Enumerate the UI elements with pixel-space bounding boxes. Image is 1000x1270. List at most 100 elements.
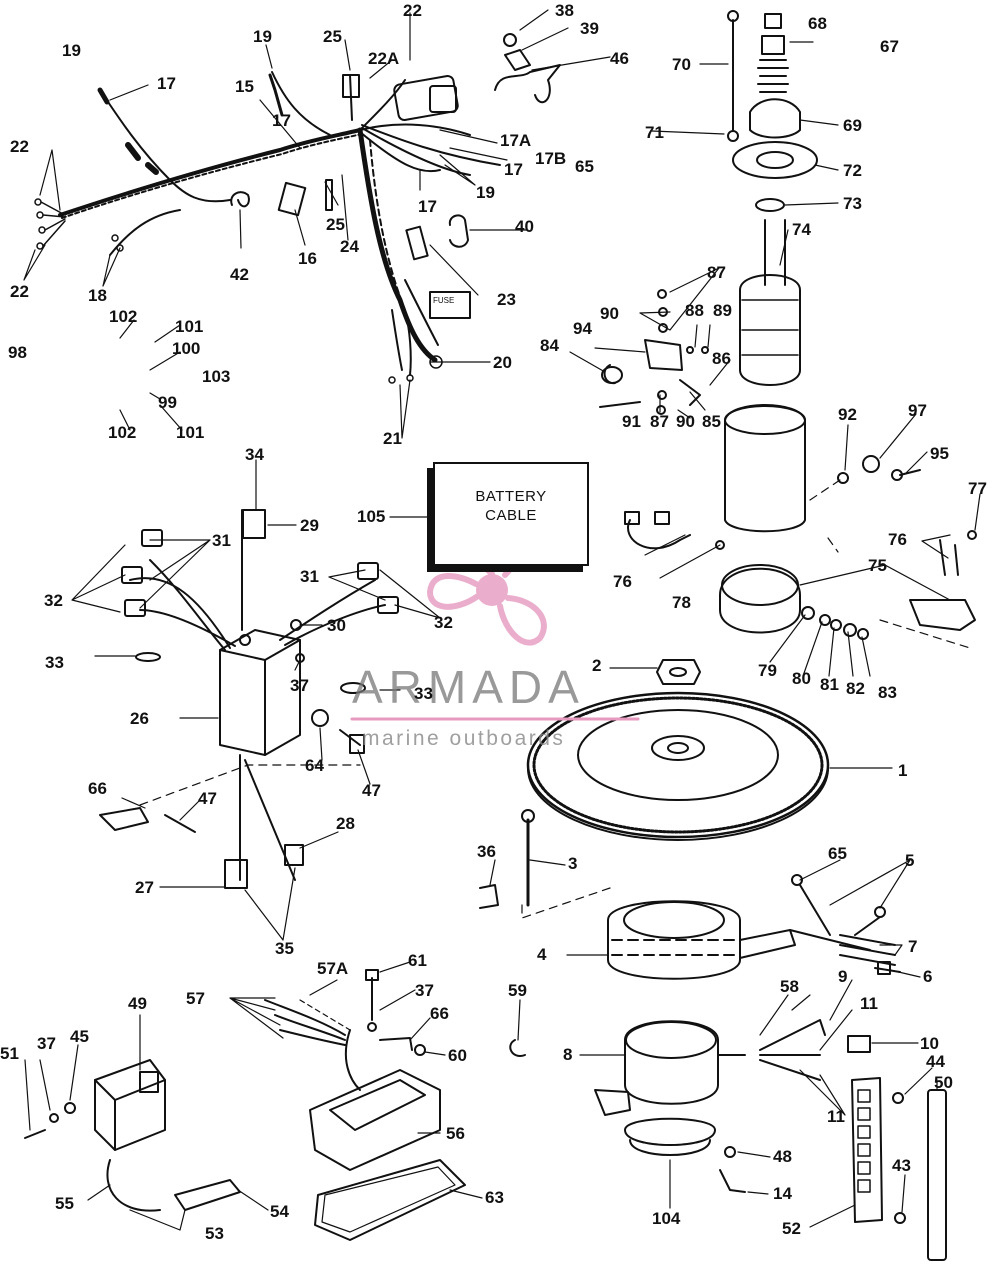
part-label: 65	[828, 844, 847, 863]
part-label: 74	[792, 220, 811, 239]
battery-cable-box: BATTERY CABLE	[433, 462, 589, 566]
flywheel	[526, 659, 830, 841]
part-label: 101	[175, 317, 204, 336]
part-label: 69	[843, 116, 862, 135]
part-label: 77	[968, 479, 987, 498]
part-label: 47	[198, 789, 217, 808]
part-label: 95	[930, 444, 949, 463]
part-label: 84	[540, 336, 559, 355]
part-label: 11	[827, 1107, 845, 1126]
part-label: 8	[563, 1045, 573, 1064]
part-label: 30	[327, 616, 346, 635]
watermark-brand: ARMADA	[352, 661, 585, 713]
part-label: 66	[88, 779, 107, 798]
part-label: 57	[186, 989, 205, 1008]
part-label: 25	[323, 27, 342, 46]
part-label: 88	[685, 301, 704, 320]
part-label: 11	[860, 994, 878, 1013]
part-label: 7	[908, 937, 918, 956]
part-label: 63	[485, 1188, 504, 1207]
battery-cable-line2: CABLE	[485, 507, 537, 524]
part-label: 32	[434, 613, 453, 632]
part-label: 29	[300, 516, 319, 535]
part-label: 19	[62, 41, 81, 60]
part-label: 83	[878, 683, 897, 702]
part-label: 22	[10, 282, 29, 301]
part-label: 19	[476, 183, 495, 202]
part-label: 32	[44, 591, 63, 610]
part-label: 4	[537, 945, 547, 964]
part-label: 17A	[500, 131, 532, 150]
part-label: 103	[202, 367, 231, 386]
part-label: 17	[418, 197, 437, 216]
part-label: 37	[37, 1034, 56, 1053]
part-label: 102	[108, 423, 137, 442]
part-label: 66	[430, 1004, 449, 1023]
part-label: 2	[592, 656, 602, 675]
part-label: 49	[128, 994, 147, 1013]
part-label: 22	[403, 1, 422, 20]
part-label: 100	[172, 339, 201, 358]
part-label: 64	[305, 756, 324, 775]
part-label: 73	[843, 194, 862, 213]
part-label: 58	[780, 977, 799, 996]
part-label: 56	[446, 1124, 465, 1143]
part-label: 19	[253, 27, 272, 46]
part-label: 3	[568, 854, 578, 873]
part-label: 42	[230, 265, 249, 284]
part-label: 90	[676, 412, 695, 431]
part-label: 86	[712, 349, 731, 368]
power-pack	[99, 509, 399, 889]
part-label: 10	[920, 1034, 939, 1053]
part-label: 15	[235, 77, 254, 96]
part-label: 50	[934, 1073, 953, 1092]
part-label: 17B	[535, 149, 567, 168]
part-label: 75	[868, 556, 887, 575]
part-label: 99	[158, 393, 177, 412]
part-label: 33	[45, 653, 64, 672]
starter-motor	[599, 10, 977, 640]
part-label: 53	[205, 1224, 224, 1243]
part-label: 72	[843, 161, 862, 180]
part-label: 65	[575, 157, 594, 176]
part-label: 17	[272, 111, 291, 130]
part-label: 17	[157, 74, 176, 93]
part-label: 40	[515, 217, 534, 236]
part-label: 70	[672, 55, 691, 74]
part-label: 68	[808, 14, 827, 33]
part-label: 27	[135, 878, 154, 897]
part-label: 16	[298, 249, 317, 268]
part-label: 48	[773, 1147, 792, 1166]
part-label: 79	[758, 661, 777, 680]
part-label: 17	[504, 160, 523, 179]
part-label: 35	[275, 939, 294, 958]
part-label: 44	[926, 1052, 945, 1071]
coil-and-regulator	[24, 969, 466, 1241]
part-label: 61	[408, 951, 427, 970]
part-label: 85	[702, 412, 721, 431]
part-label: 5	[905, 851, 915, 870]
part-label: 23	[497, 290, 516, 309]
part-label: 80	[792, 669, 811, 688]
part-label: 36	[477, 842, 496, 861]
leader-lines	[23, 9, 981, 1231]
part-label: 55	[55, 1194, 74, 1213]
part-label: 54	[270, 1202, 289, 1221]
part-label: 46	[610, 49, 629, 68]
part-label: 71	[645, 123, 664, 142]
part-label: 89	[713, 301, 732, 320]
part-label: 97	[908, 401, 927, 420]
part-label: 22	[10, 137, 29, 156]
part-label: 91	[622, 412, 641, 431]
part-label: 76	[888, 530, 907, 549]
part-label: 101	[176, 423, 205, 442]
part-label: 6	[923, 967, 933, 986]
part-label: 67	[880, 37, 899, 56]
watermark-tagline: marine outboards	[362, 727, 566, 750]
part-label: 81	[820, 675, 839, 694]
part-label: 102	[109, 307, 138, 326]
part-label: 92	[838, 405, 857, 424]
part-label: 51	[0, 1044, 19, 1063]
part-label: 38	[555, 1, 574, 20]
